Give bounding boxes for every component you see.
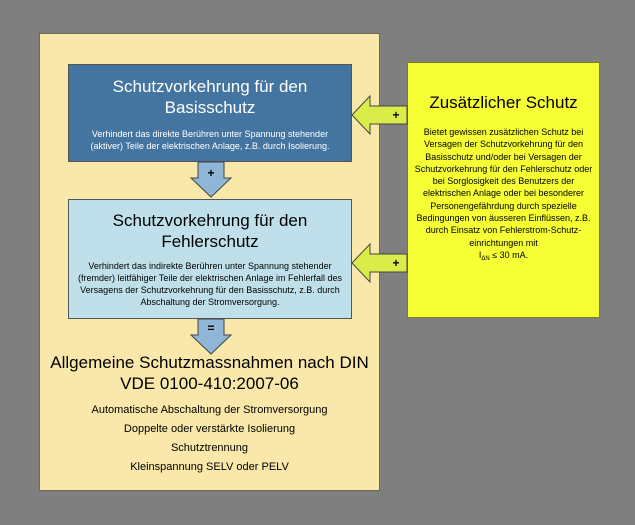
arrow-left-icon-2: + [351, 242, 408, 284]
measure-item: Schutztrennung [170, 442, 249, 454]
current-limit: ≤ 30 mA. [492, 249, 529, 260]
basisschutz-box: Schutzvorkehrung für den Basisschutz Ver… [68, 64, 352, 162]
zusatzschutz-description-text: Bietet gewissen zusätzlichen Schutz bei … [414, 127, 593, 248]
basisschutz-title: Schutzvorkehrung für den Basisschutz [112, 77, 308, 117]
fehlerschutz-description: Verhindert das indirekte Berühren unter … [78, 261, 342, 307]
current-subscript: ΔN [481, 255, 490, 262]
zusatzschutz-box: Zusätzlicher Schutz Bietet gewissen zusä… [407, 62, 600, 318]
fehlerschutz-title: Schutzvorkehrung für den Fehlerschutz [112, 211, 308, 251]
arrow-left-icon-1: + [351, 94, 408, 136]
arrow-left-sign-2: + [392, 256, 399, 270]
arrow-left-sign-1: + [392, 108, 399, 122]
basisschutz-description: Verhindert das direkte Berühren unter Sp… [90, 129, 330, 151]
arrow-down-sign-2: = [207, 321, 214, 335]
zusatzschutz-description: Bietet gewissen zusätzlichen Schutz bei … [408, 126, 599, 265]
measure-item: Automatische Abschaltung der Stromversor… [91, 404, 328, 416]
arrow-down-sign-1: + [207, 166, 214, 180]
zusatzschutz-title: Zusätzlicher Schutz [429, 93, 578, 112]
summary-title: Allgemeine Schutzmassnahmen nach DIN VDE… [50, 353, 369, 393]
fehlerschutz-box: Schutzvorkehrung für den Fehlerschutz Ve… [68, 199, 352, 319]
arrow-down-icon-1: + [189, 161, 233, 198]
arrow-down-icon-2: = [189, 318, 233, 355]
measure-item: Kleinspannung SELV oder PELV [130, 461, 289, 473]
current-symbol: I [478, 249, 482, 260]
measure-item: Doppelte oder verstärkte Isolierung [123, 423, 296, 435]
